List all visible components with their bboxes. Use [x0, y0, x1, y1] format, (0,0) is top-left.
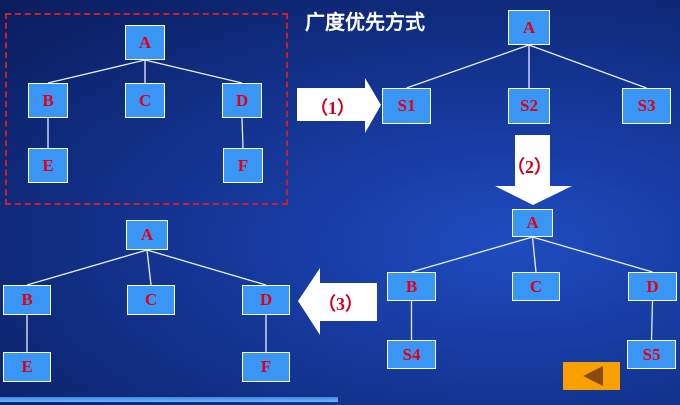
node-step3-F: F: [242, 352, 290, 382]
node-step2-D: D: [628, 272, 677, 301]
edge-step2-D-S5: [650, 300, 654, 341]
node-step1-S1: S1: [382, 88, 431, 124]
node-step2-C: C: [512, 272, 560, 301]
edge-step2-A-D: [532, 236, 653, 273]
back-button[interactable]: [563, 362, 620, 390]
step-3-label: （3）: [318, 294, 363, 314]
edge-step1-A-S1: [406, 44, 530, 89]
node-step3-E: E: [3, 352, 51, 382]
edge-step2-A-B: [411, 236, 533, 273]
down-arrow: [495, 135, 572, 205]
node-step1-S2: S2: [508, 88, 550, 124]
node-step1-A: A: [508, 10, 550, 45]
node-original-E: E: [28, 148, 68, 183]
node-step3-C: C: [127, 285, 175, 315]
edge-original-A-B: [47, 59, 146, 84]
node-step2-B: B: [387, 272, 436, 301]
node-original-A: A: [125, 25, 165, 60]
node-original-F: F: [223, 148, 263, 183]
right-arrow: [297, 78, 381, 133]
node-original-D: D: [222, 83, 262, 118]
node-step2-S4: S4: [387, 340, 436, 369]
node-step2-A: A: [512, 209, 553, 237]
edge-step3-A-B: [26, 249, 148, 286]
edge-step2-A-C: [531, 236, 537, 273]
node-original-B: B: [28, 83, 68, 118]
highlight-frame: [5, 13, 288, 205]
left-arrow: [298, 268, 377, 335]
edge-step3-A-C: [146, 249, 152, 286]
back-triangle-icon: [583, 366, 603, 386]
node-step3-B: B: [3, 285, 51, 315]
edge-step3-A-D: [146, 249, 267, 286]
node-step2-S5: S5: [627, 340, 676, 369]
node-step1-S3: S3: [622, 88, 671, 124]
bottom-strip: [0, 397, 338, 402]
node-step3-D: D: [242, 285, 290, 315]
step-1-label: （1）: [310, 98, 355, 118]
edge-original-A-D: [144, 59, 243, 84]
slide-title: 广度优先方式: [305, 10, 425, 34]
edge-step1-A-S3: [528, 44, 647, 89]
step-2-label: （2）: [507, 157, 552, 177]
node-step3-A: A: [126, 220, 168, 250]
node-original-C: C: [125, 83, 165, 118]
edge-original-D-F: [241, 117, 244, 149]
